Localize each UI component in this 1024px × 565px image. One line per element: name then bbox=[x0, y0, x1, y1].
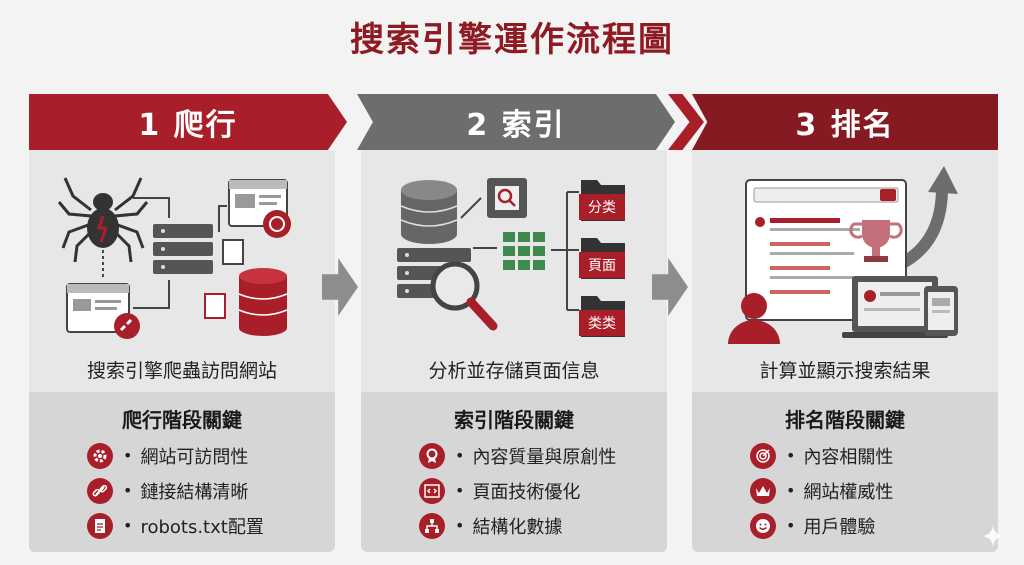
link-icon bbox=[87, 477, 113, 504]
spider-icon bbox=[57, 177, 149, 263]
list-item-text: robots.txt配置 bbox=[140, 516, 264, 538]
list-item: • 結構化數據 bbox=[419, 508, 616, 543]
folder-label: 类类 bbox=[588, 316, 616, 332]
folder-label: 分类 bbox=[588, 200, 616, 216]
server-icon bbox=[153, 224, 213, 274]
rank-illustration bbox=[728, 166, 958, 344]
folder-icon: 頁面 bbox=[579, 238, 625, 279]
rank-panel: 計算並顯示搜索結果 bbox=[692, 150, 998, 392]
magnifier-icon bbox=[430, 261, 498, 331]
folder-label: 頁面 bbox=[588, 258, 616, 274]
crown-icon bbox=[750, 477, 776, 504]
index-key-title: 索引階段關鍵 bbox=[454, 408, 574, 432]
sitemap-icon bbox=[419, 512, 445, 539]
index-caption: 分析並存儲頁面信息 bbox=[428, 360, 600, 382]
list-item-text: 內容相關性 bbox=[803, 446, 894, 468]
crawl-key-list: • 網站可訪問性 • 鏈接結構清晰 • robots.txt配置 bbox=[87, 438, 264, 543]
list-item: • 內容質量與原創性 bbox=[419, 438, 616, 473]
rank-key-panel: 排名階段關鍵 • 內容相關性 • 網站權威性 • bbox=[692, 392, 998, 552]
browser-icon bbox=[66, 283, 130, 333]
code-icon bbox=[419, 477, 445, 504]
list-item: • 網站權威性 bbox=[750, 473, 893, 508]
list-item-text: 鏈接結構清晰 bbox=[140, 481, 249, 503]
list-item: • 頁面技術優化 bbox=[419, 473, 616, 508]
list-item-text: 結構化數據 bbox=[472, 516, 563, 538]
list-item-text: 內容質量與原創性 bbox=[472, 446, 617, 468]
list-item-text: 用戶體驗 bbox=[803, 516, 876, 538]
list-item: • 鏈接結構清晰 bbox=[87, 473, 264, 508]
database-icon bbox=[400, 180, 458, 244]
document-icon bbox=[87, 512, 113, 539]
crawl-illustration bbox=[57, 177, 291, 339]
list-item-text: 頁面技術優化 bbox=[472, 481, 581, 503]
stage-rank: 計算並顯示搜索結果 排名階段關鍵 • 內容相關性 • 網站權威性 bbox=[668, 94, 998, 552]
award-icon bbox=[419, 442, 445, 469]
crawl-key-title: 爬行階段關鍵 bbox=[122, 408, 242, 432]
page-title: 搜索引擎運作流程圖 bbox=[350, 20, 674, 60]
smile-icon bbox=[750, 512, 776, 539]
stage-banner-index: 2 索引 bbox=[357, 94, 675, 150]
folder-icon: 分类 bbox=[579, 180, 625, 221]
index-key-list: • 內容質量與原創性 • 頁面技術優化 • 結構化數據 bbox=[419, 438, 616, 543]
list-item: • robots.txt配置 bbox=[87, 508, 264, 543]
user-icon bbox=[728, 293, 780, 344]
gear-icon bbox=[87, 442, 113, 469]
crawl-caption: 搜索引擎爬蟲訪問網站 bbox=[86, 360, 277, 382]
stage-banner-rank: 3 排名 bbox=[692, 94, 998, 150]
list-item-text: 網站可訪問性 bbox=[140, 446, 249, 468]
folder-icon: 类类 bbox=[579, 296, 625, 337]
link-icon bbox=[114, 313, 140, 339]
list-item: • 用戶體驗 bbox=[750, 508, 893, 543]
sparkle-icon bbox=[982, 525, 1004, 547]
database-icon bbox=[238, 268, 288, 336]
laptop-icon bbox=[842, 276, 948, 338]
list-item: • 內容相關性 bbox=[750, 438, 893, 473]
index-panel: 分类 頁面 类类 分析並存儲頁面信息 bbox=[361, 150, 667, 392]
index-illustration: 分类 頁面 类类 bbox=[397, 178, 625, 337]
list-item: • 網站可訪問性 bbox=[87, 438, 264, 473]
index-key-panel: 索引階段關鍵 • 內容質量與原創性 • 頁面技術優化 • bbox=[361, 392, 667, 552]
globe-icon bbox=[263, 210, 291, 238]
target-icon bbox=[750, 442, 776, 469]
phone-icon bbox=[924, 286, 958, 336]
document-icon bbox=[222, 239, 244, 265]
rank-key-title: 排名階段關鍵 bbox=[785, 408, 905, 432]
rank-key-list: • 內容相關性 • 網站權威性 • 用戶體驗 bbox=[750, 438, 893, 543]
document-icon bbox=[204, 293, 226, 319]
data-grid-icon bbox=[503, 232, 545, 270]
trophy-icon bbox=[849, 220, 903, 262]
stage-index: 分类 頁面 类类 分析並存儲頁面信息 索引階段關鍵 • 內容質量與原創性 bbox=[357, 94, 675, 552]
list-item-text: 網站權威性 bbox=[803, 481, 894, 503]
stage-banner-crawl: 1 爬行 bbox=[29, 94, 347, 150]
crawl-key-panel: 爬行階段關鍵 • 網站可訪問性 • 鏈接結構清晰 • bbox=[29, 392, 335, 552]
rank-caption: 計算並顯示搜索結果 bbox=[759, 360, 931, 382]
stage-crawl: 搜索引擎爬蟲訪問網站 爬行階段關鍵 • 網站可訪問性 • 鏈接結構清晰 bbox=[29, 94, 347, 552]
crawl-panel: 搜索引擎爬蟲訪問網站 bbox=[29, 150, 335, 392]
chip-icon bbox=[487, 178, 527, 218]
